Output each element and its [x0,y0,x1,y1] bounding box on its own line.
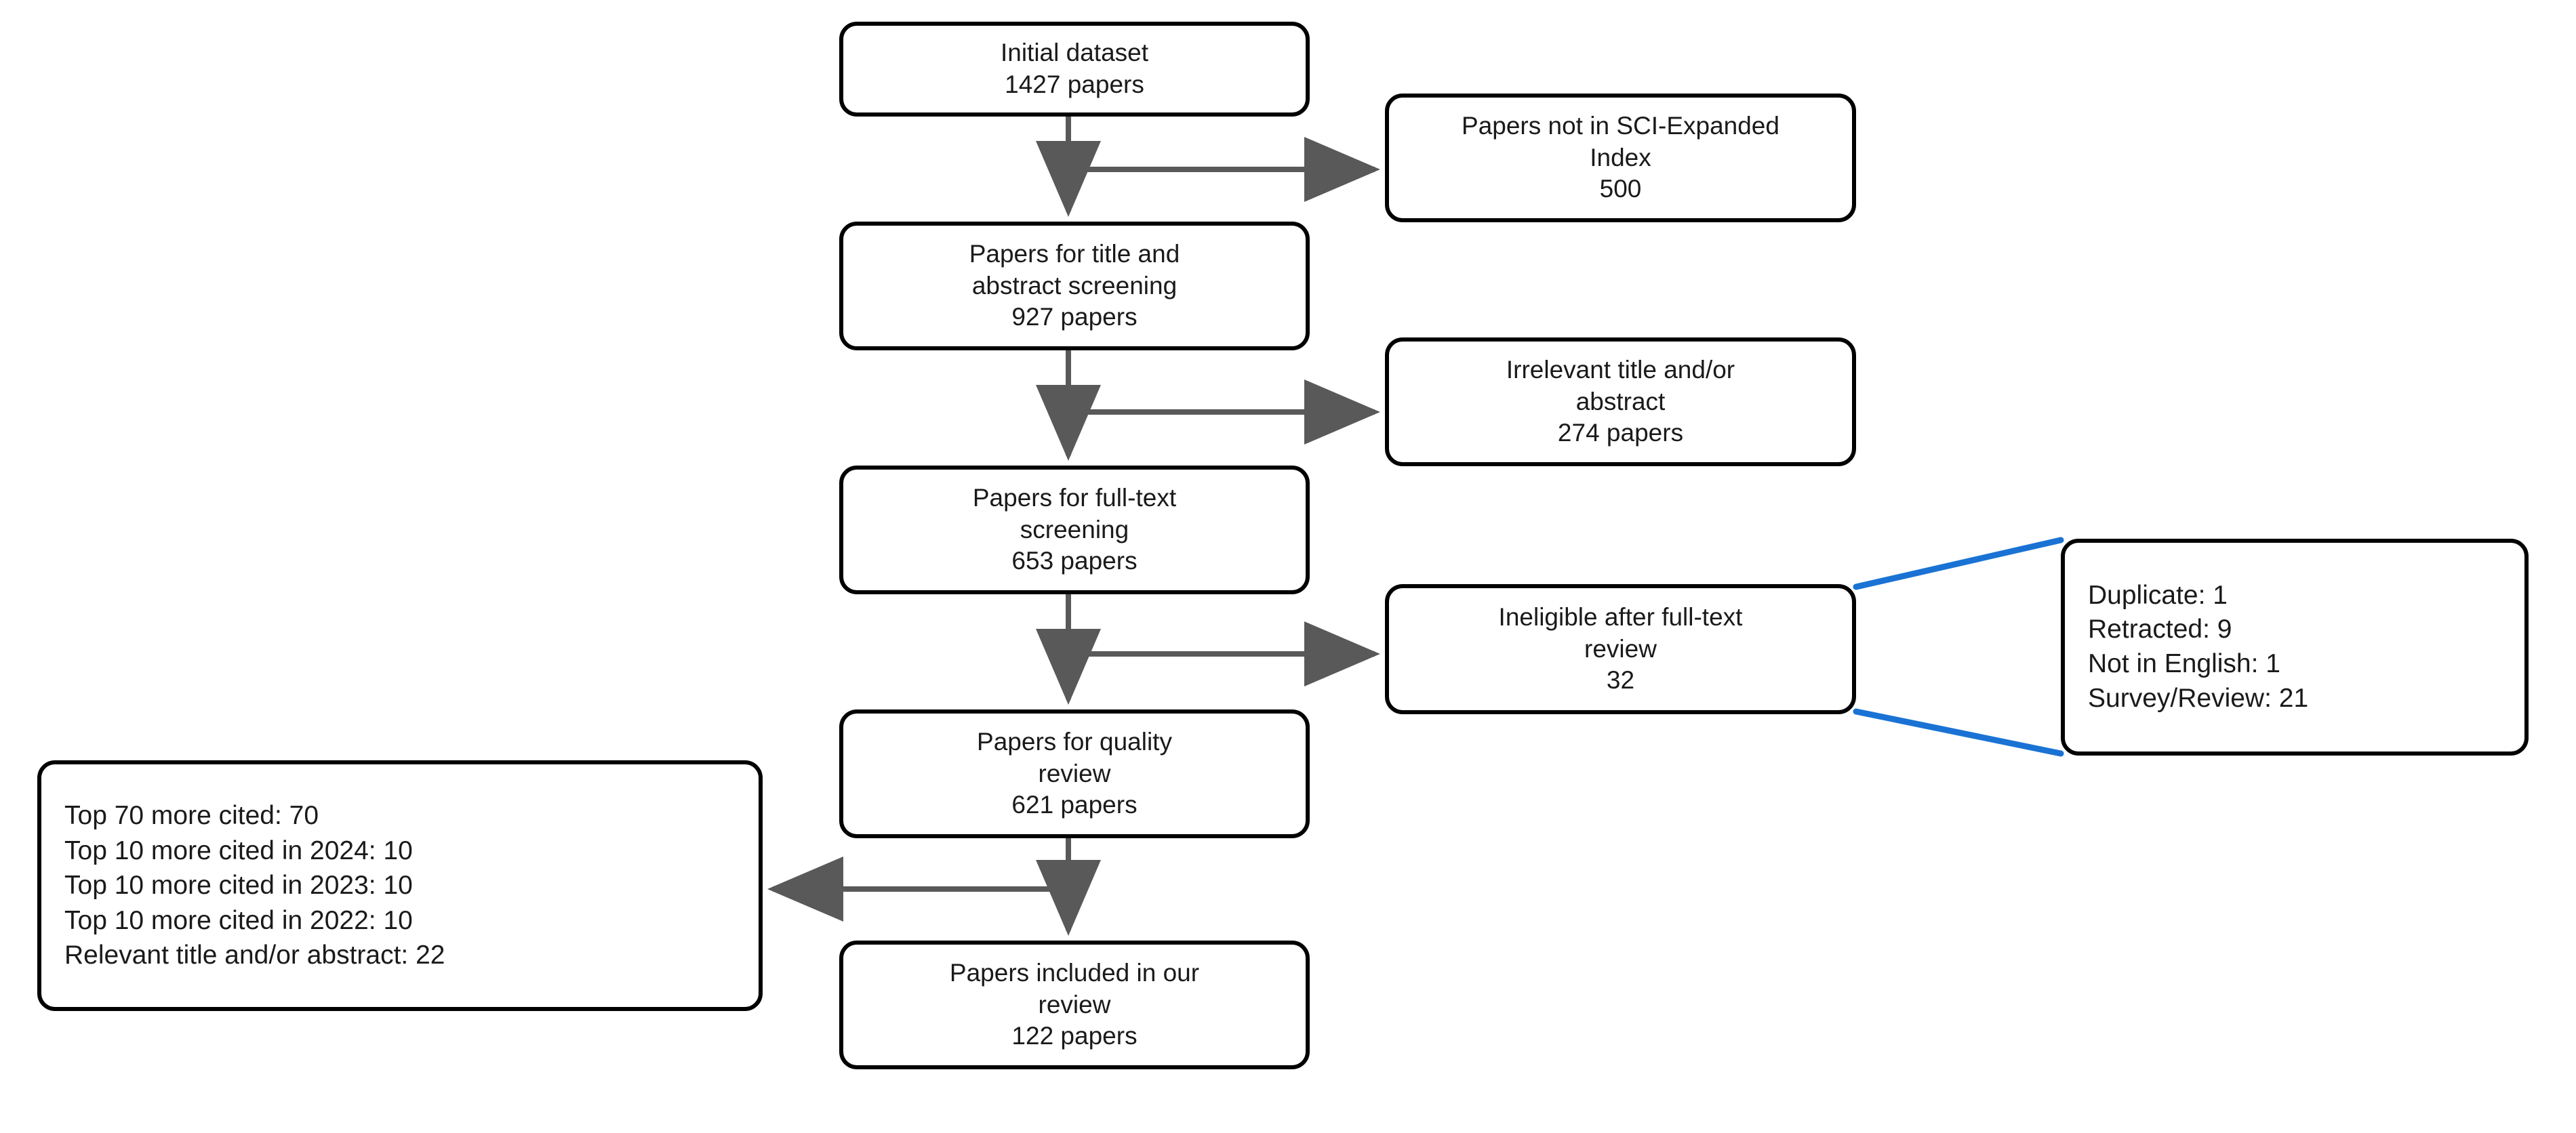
node-line: 32 [1606,666,1635,695]
reason-item: Not in English: 1 [2088,649,2280,678]
node-line: review [1584,634,1657,663]
node-ineligibility-reasons[interactable]: Duplicate: 1 Retracted: 9 Not in English… [2061,539,2529,756]
node-initial-dataset[interactable]: Initial dataset 1427 papers [839,22,1310,117]
node-papers-included[interactable]: Papers included in our review 122 papers [839,941,1310,1069]
node-line: 274 papers [1557,419,1684,447]
node-line: Papers for quality [977,728,1172,756]
callout-line-bottom [1853,708,2064,757]
node-line: Papers for title and [969,240,1180,268]
node-line: 927 papers [1011,303,1138,331]
node-line: 122 papers [1011,1022,1138,1050]
callout-line-top [1853,537,2064,590]
node-line: Papers for full-text [972,484,1177,512]
node-line: Papers not in SCI-Expanded [1462,112,1779,140]
reason-item: Retracted: 9 [2088,615,2232,644]
breakdown-item: Relevant title and/or abstract: 22 [64,941,445,970]
breakdown-item: Top 10 more cited in 2022: 10 [64,905,413,935]
node-line: abstract screening [971,271,1178,300]
node-line: Irrelevant title and/or [1506,356,1735,384]
node-line: 1427 papers [1005,70,1144,98]
breakdown-item: Top 10 more cited in 2023: 10 [64,871,413,901]
node-fulltext-screening[interactable]: Papers for full-text screening 653 paper… [839,466,1310,594]
node-quality-review-breakdown[interactable]: Top 70 more cited: 70 Top 10 more cited … [37,760,763,1011]
node-line: review [1038,759,1111,787]
reason-item: Duplicate: 1 [2088,580,2228,610]
node-line: 500 [1599,175,1642,203]
reason-item: Survey/Review: 21 [2088,683,2309,713]
node-line: screening [1020,515,1129,543]
node-not-in-sci-expanded[interactable]: Papers not in SCI-Expanded Index 500 [1385,94,1856,222]
node-line: Ineligible after full-text [1498,603,1743,632]
node-title-abstract-screening[interactable]: Papers for title and abstract screening … [839,222,1310,350]
node-quality-review[interactable]: Papers for quality review 621 papers [839,709,1310,838]
node-line: 621 papers [1011,791,1138,819]
node-line: abstract [1575,387,1666,415]
node-line: 653 papers [1011,547,1138,575]
breakdown-item: Top 10 more cited in 2024: 10 [64,836,413,865]
node-line: review [1038,990,1111,1018]
node-ineligible-after-fulltext[interactable]: Ineligible after full-text review 32 [1385,584,1856,714]
node-line: Papers included in our [949,959,1200,987]
node-line: Initial dataset [1000,39,1149,67]
node-line: Index [1590,143,1651,171]
node-irrelevant-title-abstract[interactable]: Irrelevant title and/or abstract 274 pap… [1385,337,1856,466]
breakdown-item: Top 70 more cited: 70 [64,801,319,831]
